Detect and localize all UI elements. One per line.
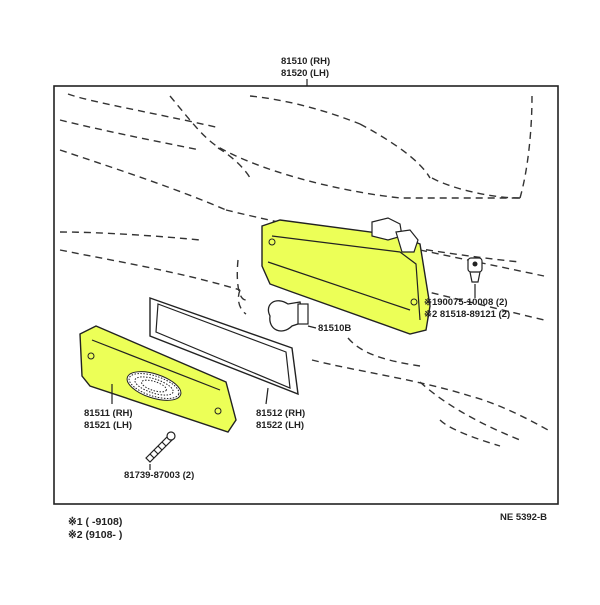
- gasket: [149, 297, 299, 396]
- gasket-label-lh: 81522 (LH): [256, 420, 304, 431]
- bulb-leader: [307, 325, 317, 329]
- reference-code: NE 5392-B: [500, 512, 547, 523]
- gasket-label-rh: 81512 (RH): [256, 408, 305, 419]
- assembly-label-rh: 81510 (RH): [281, 56, 330, 67]
- housing-screw-hole-left: [268, 238, 276, 246]
- clip-label-1: ※190075-10008 (2): [424, 297, 508, 308]
- gasket-leader: [265, 387, 269, 405]
- lens-label-lh: 81521 (LH): [84, 420, 132, 431]
- lens: [79, 325, 237, 433]
- housing-screw-hole-right: [410, 298, 418, 306]
- retainer-clip: [467, 257, 483, 283]
- lens-label-rh: 81511 (RH): [84, 408, 133, 419]
- clip-label-2: ※2 81518-89121 (2): [424, 309, 510, 320]
- lens-screw-hole-right: [214, 407, 222, 415]
- bulb: [267, 300, 309, 332]
- lens-screw-hole-left: [87, 352, 95, 360]
- screw-label: 81739-87003 (2): [124, 470, 194, 481]
- screw: [145, 431, 176, 463]
- diagram-frame: [53, 85, 559, 505]
- assembly-label-lh: 81520 (LH): [281, 68, 329, 79]
- bulb-label: 81510B: [318, 323, 351, 334]
- lamp-housing: [261, 217, 431, 335]
- footnote-1: ※1 ( -9108): [68, 516, 122, 528]
- footnote-2: ※2 (9108- ): [68, 529, 122, 541]
